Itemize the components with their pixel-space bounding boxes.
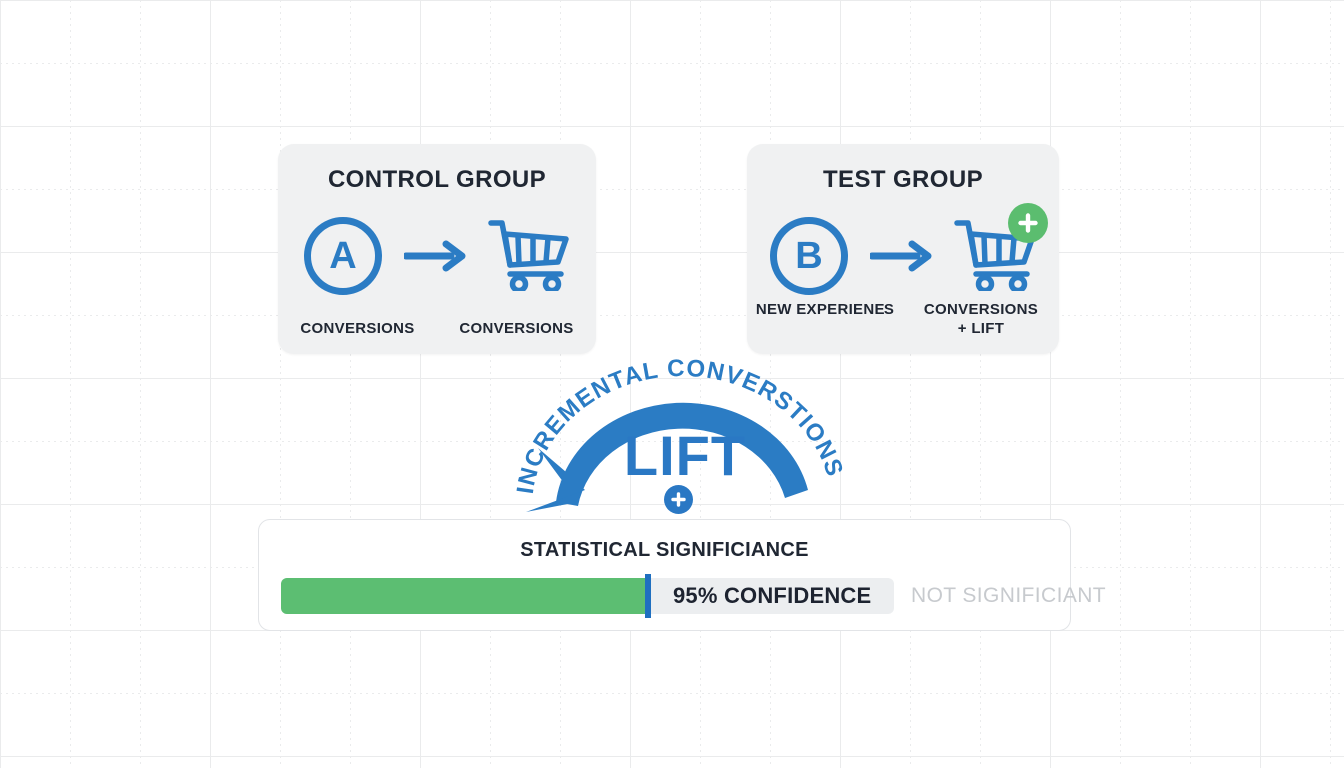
test-group-icon-row: B xyxy=(747,202,1059,306)
significance-title: STATISTICAL SIGNIFICIANCE xyxy=(520,539,809,561)
statistical-significance-panel: STATISTICAL SIGNIFICIANCE 95% CONFIDENCE… xyxy=(258,519,1106,631)
test-right-label: CONVERSIONS + LIFT xyxy=(903,301,1059,338)
control-group-card: CONTROL GROUP A xyxy=(278,144,596,354)
control-left-label: CONVERSIONS xyxy=(300,319,415,337)
control-group-labels: CONVERSIONS CONVERSIONS xyxy=(278,320,596,338)
control-group-icon-row: A xyxy=(278,206,596,306)
right-arrow-icon xyxy=(870,240,932,272)
control-group-title: CONTROL GROUP xyxy=(327,166,547,193)
cart-plus-badge-icon xyxy=(1008,202,1048,243)
test-cart-wrap xyxy=(954,202,1048,296)
test-group-labels: NEW EXPERIENES CONVERSIONS + LIFT xyxy=(747,301,1059,338)
lift-word: LIFT xyxy=(623,424,747,487)
test-right-label-line2: + LIFT xyxy=(957,319,1005,337)
control-right-label: CONVERSIONS xyxy=(459,319,574,337)
variant-letter-a: A xyxy=(329,235,357,277)
arc-arrowhead xyxy=(526,448,585,512)
confidence-threshold-marker xyxy=(645,574,651,618)
test-right-label-line1: CONVERSIONS xyxy=(923,301,1039,319)
confidence-bar-area: 95% CONFIDENCE NOT SIGNIFICIANT xyxy=(281,574,1106,618)
right-arrow-icon xyxy=(404,240,466,272)
test-group-card: TEST GROUP B xyxy=(747,144,1059,354)
test-left-label-tail: S xyxy=(883,301,895,319)
test-left-label-text: NEW EXPERIENE xyxy=(755,301,885,319)
confidence-fill xyxy=(281,578,648,614)
circle-letter-b-icon: B xyxy=(770,217,848,295)
confidence-label: 95% CONFIDENCE xyxy=(673,583,872,608)
lift-plus-badge-icon xyxy=(664,485,693,514)
arc-band xyxy=(556,402,808,506)
shopping-cart-icon xyxy=(488,219,569,293)
shopping-cart-icon xyxy=(954,219,1035,293)
variant-letter-b: B xyxy=(795,235,823,277)
test-group-title: TEST GROUP xyxy=(822,166,983,193)
not-significant-label: NOT SIGNIFICIANT xyxy=(911,584,1107,607)
curved-down-arrow-icon: INCREMENTAL CONVERSTIONS xyxy=(512,355,847,512)
test-left-label: NEW EXPERIENES xyxy=(747,301,903,319)
confidence-track xyxy=(281,578,894,614)
control-cart-wrap xyxy=(488,217,570,296)
circle-letter-a-icon: A xyxy=(304,217,382,295)
